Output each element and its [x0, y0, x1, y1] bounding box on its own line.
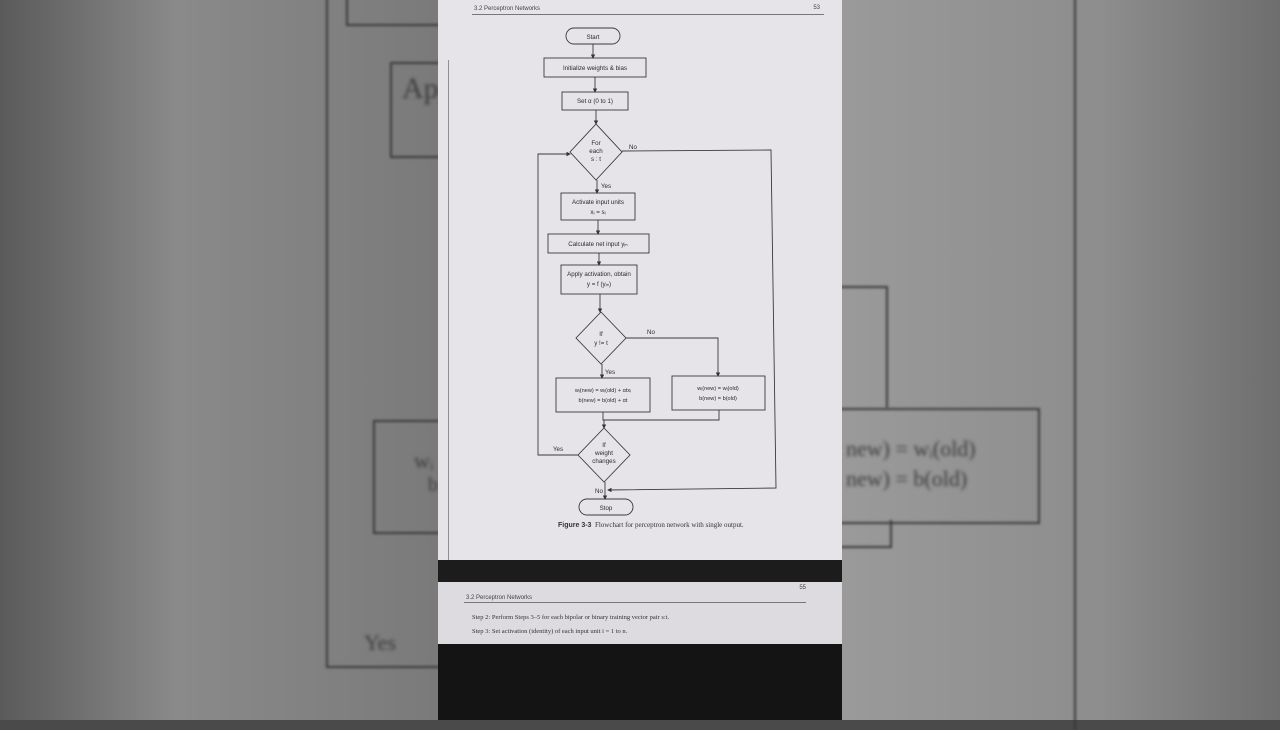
init-label: Initialize weights & bias [563, 65, 627, 72]
bg-text-b: b [428, 474, 438, 496]
next-page: 3.2 Perceptron Networks 55 Step 2: Perfo… [438, 582, 842, 644]
stop-label: Stop [600, 505, 613, 512]
bg-line-bottom [836, 520, 892, 548]
bg-text-yes: Yes [364, 630, 397, 655]
update-label-2: b(new) = b(old) + αt [579, 398, 628, 404]
background-right [842, 0, 1280, 720]
keep-weights-box [671, 375, 766, 411]
step-3-text: Step 3: Set activation (identity) of eac… [472, 628, 628, 635]
if-label-1: If [599, 331, 603, 338]
keep-label-2: b(new) = b(old) [699, 396, 737, 402]
bg-text-w: wᵢ [414, 448, 434, 473]
background-left [0, 0, 438, 720]
for-each-no-label: No [629, 144, 637, 151]
page-left-edge-shadow [448, 60, 449, 560]
apply-label-2: y = f (yᵢₙ) [587, 281, 611, 288]
net-input-label: Calculate net input yᵢₙ [568, 241, 628, 248]
bg-line-right [836, 286, 888, 408]
wc-label-3: changes [592, 458, 615, 465]
bg-text-keep-2: new) = b(old) [846, 466, 968, 491]
if-no-label: No [647, 329, 655, 336]
if-yes-label: Yes [605, 369, 615, 376]
wc-label-2: weight [594, 450, 613, 457]
if-y-ne-t-decision [575, 311, 627, 365]
figure-caption: Figure 3-3 Flowchart for perceptron netw… [558, 521, 744, 529]
next-page-header-right: 55 [799, 585, 806, 591]
if-label-2: y != t [594, 340, 608, 347]
for-each-label-3: s : t [591, 156, 601, 163]
activate-label-2: xᵢ = sᵢ [590, 209, 605, 216]
for-each-label-2: each [589, 148, 603, 155]
update-weights-box [555, 377, 651, 413]
keep-label-1: wᵢ(new) = wᵢ(old) [696, 386, 739, 392]
document-page: 3.2 Perceptron Networks 53 [438, 0, 842, 560]
step-2-text: Step 2: Perform Steps 3–5 for each bipol… [472, 614, 670, 621]
next-page-header-left: 3.2 Perceptron Networks [466, 595, 533, 601]
flowchart: Start Initialize weights & bias Set α (0… [537, 27, 777, 516]
page-header-rule [472, 14, 824, 15]
activate-label-1: Activate input units [572, 199, 624, 206]
bg-loop-line [326, 0, 448, 668]
page-header-right: 53 [813, 5, 820, 11]
for-each-yes-label: Yes [601, 183, 611, 190]
wc-no-label: No [595, 488, 603, 495]
bottom-dark-area [438, 644, 842, 720]
next-page-header-rule [464, 602, 806, 603]
for-each-decision [569, 123, 623, 181]
figure-caption-label: Figure 3-3 [558, 522, 592, 529]
update-label-1: wᵢ(new) = wᵢ(old) + αtxᵢ [574, 388, 631, 394]
apply-activation-box [560, 264, 638, 295]
wc-label-1: If [602, 442, 606, 449]
wc-yes-label: Yes [553, 446, 563, 453]
set-alpha-label: Set α (0 to 1) [577, 98, 613, 105]
page-header-left: 3.2 Perceptron Networks [474, 6, 541, 12]
page-gap [438, 560, 842, 582]
bg-line-far-right [1058, 0, 1076, 730]
bg-text-keep-1: new) = wᵢ(old) [846, 436, 976, 461]
weight-changes-decision [577, 427, 631, 483]
figure-caption-text: Flowchart for perceptron network with si… [594, 521, 744, 529]
for-each-label-1: For [591, 140, 600, 147]
start-label: Start [586, 34, 599, 41]
apply-label-1: Apply activation, obtain [567, 271, 631, 278]
